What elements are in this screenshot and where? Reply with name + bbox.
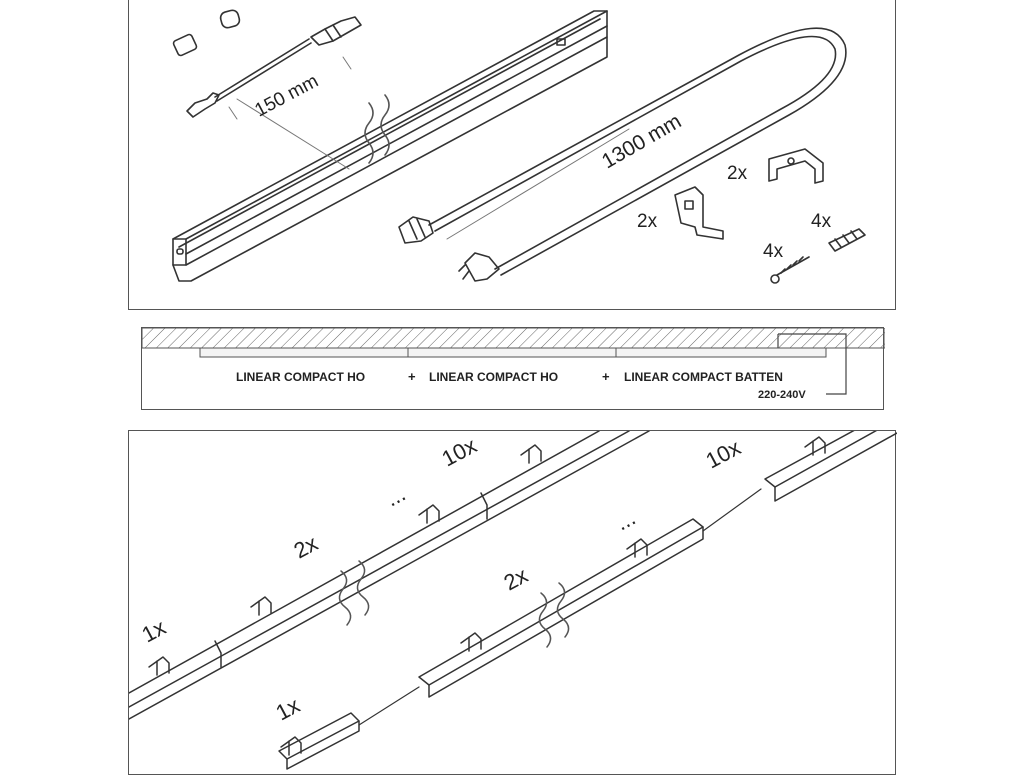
kit-contents-illustration: 150 mm 1300 mm 2x 2x 4x 4x bbox=[172, 9, 866, 284]
dimension-1300mm: 1300 mm bbox=[598, 110, 685, 174]
chaining-diagram-panel: 1x 2x ... 10x 1x 2x ... 10x bbox=[128, 430, 897, 775]
upper-chain-clips bbox=[148, 444, 542, 676]
lower-chain-clips bbox=[280, 436, 826, 756]
lower-count-1x: 1x bbox=[272, 692, 304, 725]
mounting-bracket-illustration bbox=[674, 186, 724, 240]
chaining-illustration: 1x 2x ... 10x 1x 2x ... 10x bbox=[129, 431, 897, 770]
upper-count-2x: 2x bbox=[290, 530, 322, 563]
short-cable-illustration bbox=[186, 16, 362, 170]
lower-count-10x: 10x bbox=[702, 435, 745, 474]
lower-count-2x: 2x bbox=[500, 562, 532, 595]
fixture-3 bbox=[615, 347, 827, 358]
fixture-2 bbox=[407, 347, 617, 358]
plus-sign-1: + bbox=[408, 369, 416, 384]
upper-count-10x: 10x bbox=[438, 433, 481, 472]
upper-ellipsis: ... bbox=[382, 481, 410, 512]
lower-chain-fixtures bbox=[278, 431, 897, 770]
dimension-150mm: 150 mm bbox=[251, 71, 321, 122]
qty-dowel-label: 4x bbox=[811, 211, 832, 232]
wall-dowel-illustration bbox=[828, 228, 866, 252]
fixture-1 bbox=[199, 347, 409, 358]
kit-contents-panel: 150 mm 1300 mm 2x 2x 4x 4x bbox=[128, 0, 896, 310]
product-label-3: LINEAR COMPACT BATTEN bbox=[624, 370, 783, 384]
upper-chain-bars bbox=[129, 431, 650, 720]
plus-sign-2: + bbox=[602, 369, 610, 384]
connection-diagram: LINEAR COMPACT HO + LINEAR COMPACT HO + … bbox=[142, 328, 885, 401]
voltage-label: 220-240V bbox=[758, 389, 806, 401]
product-label-1: LINEAR COMPACT HO bbox=[236, 370, 365, 384]
light-bar-illustration bbox=[172, 10, 608, 282]
lower-ellipsis: ... bbox=[612, 505, 640, 536]
qty-screw-label: 4x bbox=[763, 241, 784, 262]
qty-clip-label: 2x bbox=[727, 163, 748, 184]
ceiling-hatch bbox=[142, 328, 885, 349]
qty-bracket-label: 2x bbox=[637, 211, 658, 232]
product-label-2: LINEAR COMPACT HO bbox=[429, 370, 558, 384]
long-cable-illustration bbox=[398, 27, 847, 282]
connector-caps-illustration bbox=[172, 9, 241, 57]
screw-illustration bbox=[770, 256, 810, 284]
power-cable-line bbox=[778, 333, 847, 395]
mounting-clip-illustration bbox=[768, 148, 824, 184]
upper-count-1x: 1x bbox=[138, 614, 170, 647]
connection-diagram-panel: LINEAR COMPACT HO + LINEAR COMPACT HO + … bbox=[141, 327, 885, 410]
